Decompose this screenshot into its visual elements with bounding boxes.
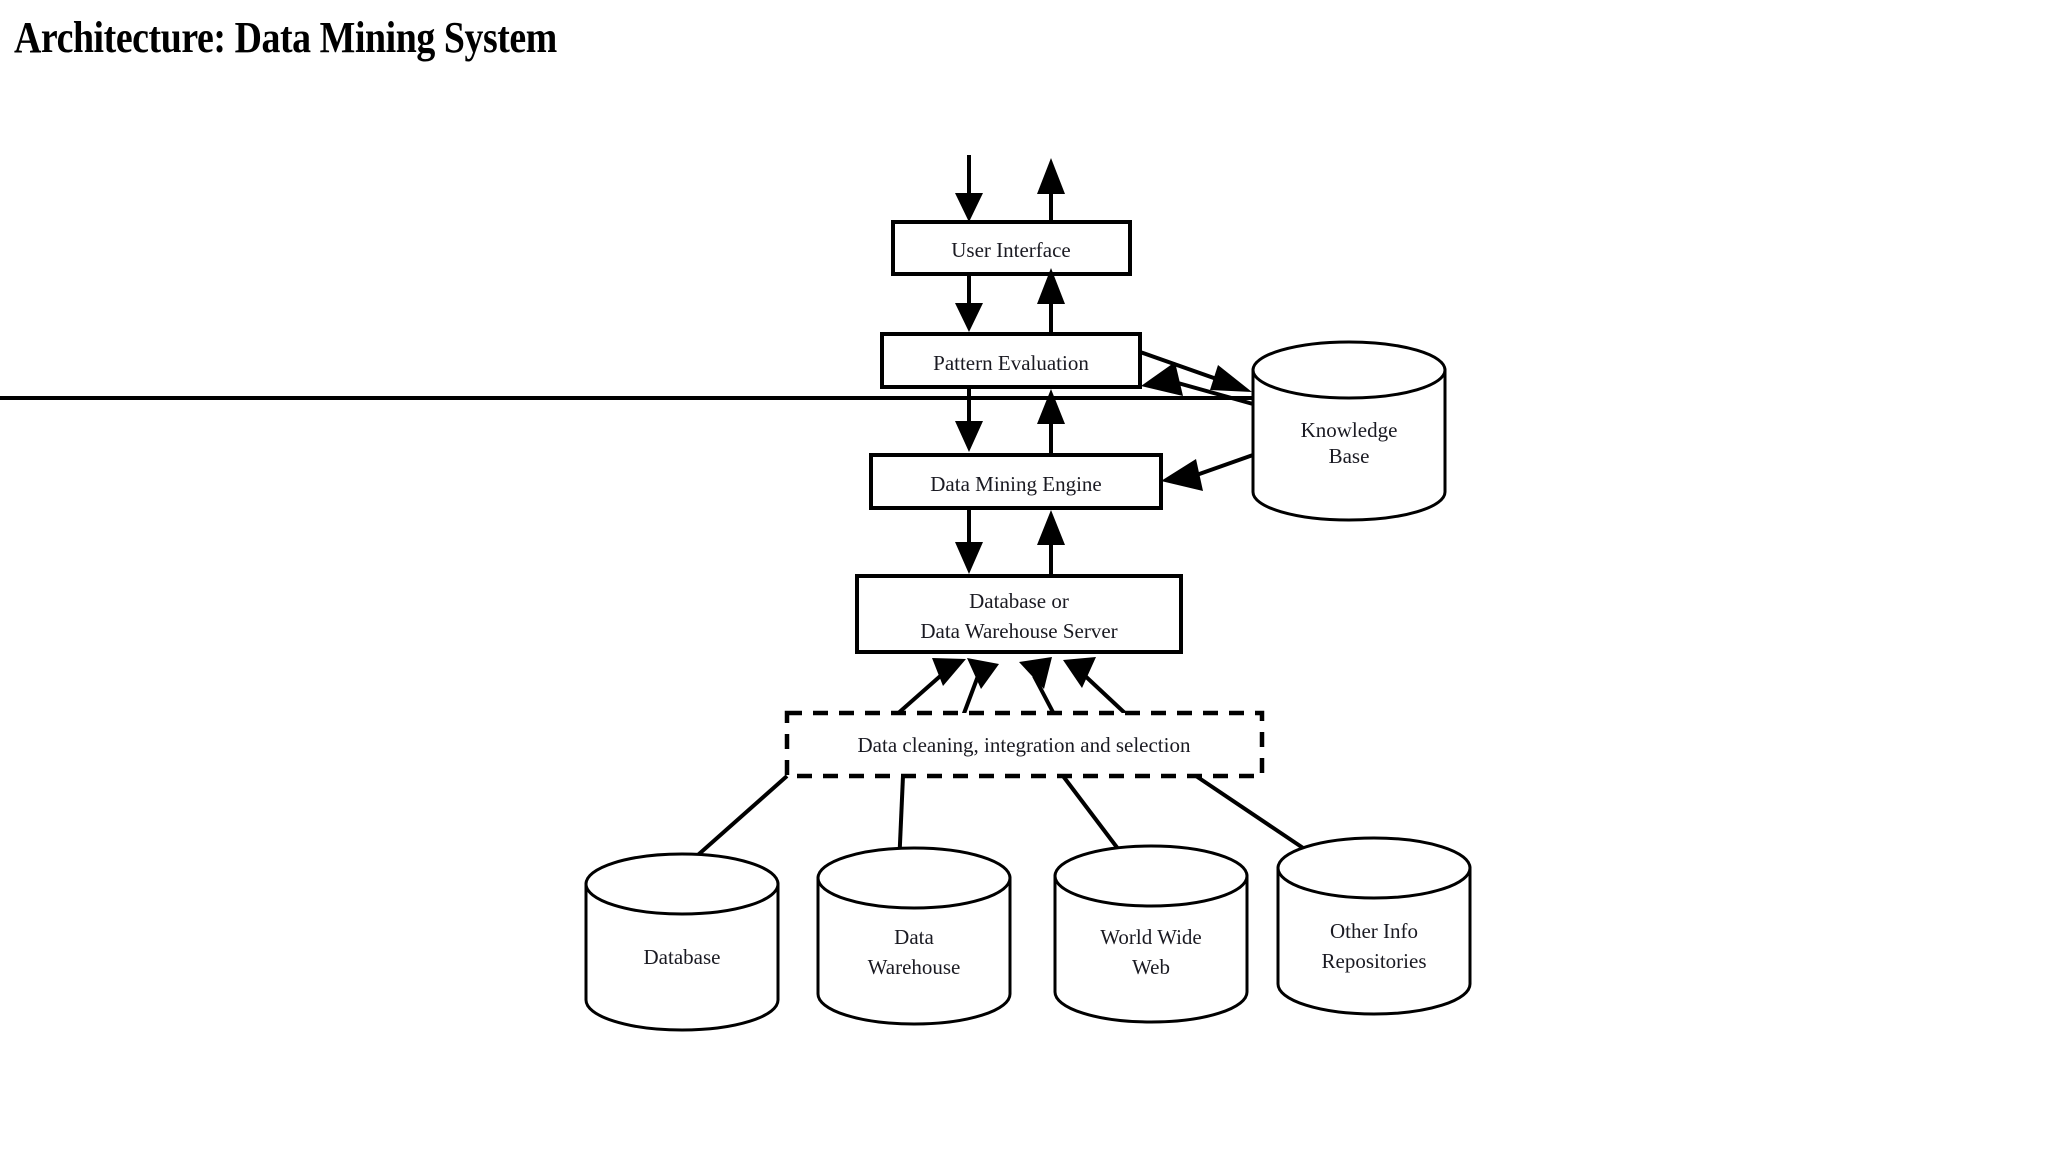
node-pattern-evaluation[interactable]: Pattern Evaluation: [880, 332, 1142, 389]
node-source-other-info-label-line1: Other Info: [1330, 919, 1418, 943]
arrow-pattern-evaluation-to-engine: [955, 387, 983, 452]
node-source-data-warehouse[interactable]: Data Warehouse: [816, 846, 1012, 1026]
node-source-data-warehouse-label-line1: Data: [894, 925, 934, 949]
arrow-knowledge-base-to-pattern-evaluation: [0, 362, 1254, 406]
node-db-server-label-line2: Data Warehouse Server: [920, 619, 1117, 643]
node-data-cleaning-integration-selection[interactable]: Data cleaning, integration and selection: [784, 710, 1265, 779]
arrow-preprocess-to-db-server-3: [1019, 657, 1057, 717]
arrow-preprocess-to-db-server-1: [893, 658, 966, 718]
node-user-interface-label: User Interface: [951, 238, 1071, 262]
arrow-out-of-user-interface: [1037, 158, 1065, 222]
node-user-interface[interactable]: User Interface: [891, 220, 1132, 276]
arrow-pattern-evaluation-to-ui: [1037, 268, 1065, 334]
arrow-engine-to-db-server: [955, 508, 983, 574]
node-db-server-label-line1: Database or: [969, 589, 1069, 613]
arrow-into-user-interface: [955, 155, 983, 222]
node-data-mining-engine[interactable]: Data Mining Engine: [869, 453, 1163, 510]
node-source-other-info-label-line2: Repositories: [1322, 949, 1427, 973]
connector-preprocess-to-database: [688, 774, 789, 864]
arrow-ui-to-pattern-evaluation: [955, 274, 983, 332]
node-source-world-wide-web[interactable]: World Wide Web: [1053, 844, 1249, 1024]
node-knowledge-base-label-line2: Base: [1329, 444, 1370, 468]
arrow-db-server-to-engine: [1037, 510, 1065, 576]
node-source-world-wide-web-label-line1: World Wide: [1100, 925, 1201, 949]
node-pattern-evaluation-label: Pattern Evaluation: [933, 351, 1089, 375]
connector-preprocess-to-other-info: [1194, 774, 1320, 860]
node-preprocess-label: Data cleaning, integration and selection: [858, 733, 1191, 757]
node-source-world-wide-web-label-line2: Web: [1132, 955, 1170, 979]
arrow-engine-to-pattern-evaluation: [1037, 389, 1065, 455]
arrow-pattern-evaluation-to-knowledge-base: [1139, 350, 1252, 392]
arrow-preprocess-to-db-server-2: [961, 658, 999, 717]
node-knowledge-base[interactable]: Knowledge Base: [1251, 340, 1447, 522]
node-source-database-label-line1: Database: [644, 945, 721, 969]
node-database-or-data-warehouse-server[interactable]: Database or Data Warehouse Server: [855, 574, 1183, 654]
node-data-mining-engine-label: Data Mining Engine: [930, 472, 1101, 496]
arrow-preprocess-to-db-server-4: [1063, 657, 1130, 718]
arrow-knowledge-base-to-engine: [1161, 453, 1254, 491]
page-title: Architecture: Data Mining System: [14, 13, 557, 62]
node-source-data-warehouse-label-line2: Warehouse: [868, 955, 961, 979]
node-knowledge-base-label-line1: Knowledge: [1301, 418, 1398, 442]
node-source-database[interactable]: Database: [584, 852, 780, 1032]
node-source-other-info-repositories[interactable]: Other Info Repositories: [1276, 836, 1472, 1016]
